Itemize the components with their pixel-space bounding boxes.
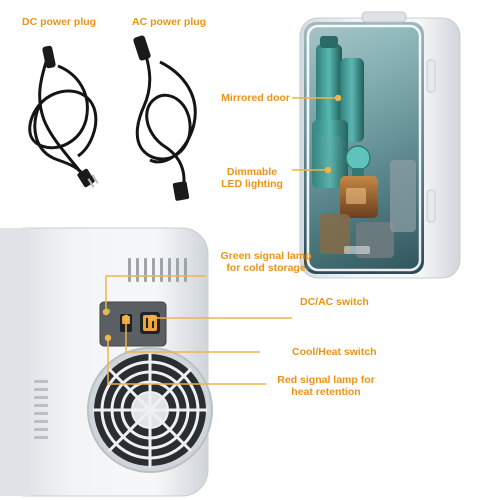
mirrored-door-label: Mirrored door <box>221 92 290 104</box>
dc-ac-switch-label: DC/AC switch <box>300 296 369 308</box>
ac-power-plug-label: AC power plug <box>132 16 207 28</box>
dc-power-plug-label: DC power plug <box>22 16 97 28</box>
fan-grille-icon <box>87 347 213 473</box>
red-signal-lamp-label-line2: heat retention <box>291 386 361 398</box>
dimmable-led-label-line2: LED lighting <box>221 178 283 190</box>
ac-power-cable-icon <box>133 35 197 201</box>
dimmable-led-label-line1: Dimmable <box>226 166 278 178</box>
cool-heat-switch-label: Cool/Heat switch <box>292 346 377 358</box>
dc-power-cable-icon <box>28 45 99 188</box>
green-signal-lamp-label-line1: Green signal lamp <box>220 250 312 262</box>
front-fridge <box>299 11 461 279</box>
red-signal-lamp-label-line1: Red signal lamp for <box>277 374 375 386</box>
green-signal-lamp-label-line2: for cold storage <box>226 262 306 274</box>
back-fridge <box>0 227 213 497</box>
leader-lines <box>102 94 342 385</box>
